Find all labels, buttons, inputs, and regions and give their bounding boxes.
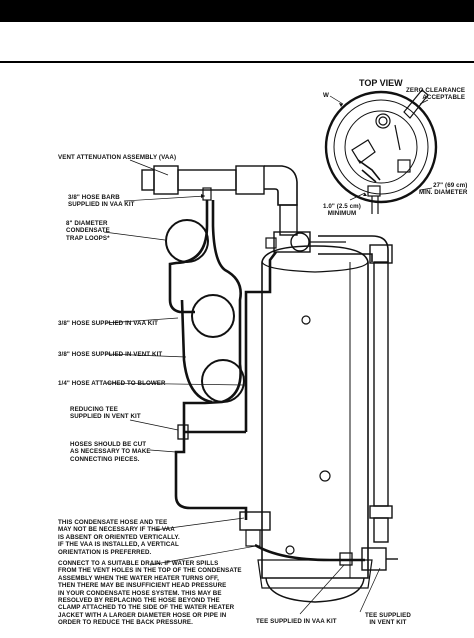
condensate-hoses (168, 200, 365, 562)
hose-barb-label: 3/8" HOSE BARB SUPPLIED IN VAA KIT (68, 194, 135, 209)
vent-attenuation-assembly (141, 165, 298, 236)
drain-note: CONNECT TO A SUITABLE DRAIN. IF WATER SP… (58, 560, 242, 627)
leader-lines (103, 159, 381, 615)
zero-clearance-label: ZERO CLEARANCE ACCEPTABLE (406, 87, 466, 102)
tee-vent-label: TEE SUPPLIED IN VENT KIT (365, 612, 411, 627)
blower (265, 231, 346, 253)
top-view-drawing (324, 89, 438, 214)
header-band (0, 23, 474, 63)
vaa-label: VENT ATTENUATION ASSEMBLY (VAA) (58, 154, 177, 161)
tee-vaa-label: TEE SUPPLIED IN VAA KIT (256, 618, 337, 625)
hose-vaa-label: 3/8" HOSE SUPPLIED IN VAA KIT (58, 320, 159, 327)
condensate-note: THIS CONDENSATE HOSE AND TEE MAY NOT BE … (58, 519, 180, 556)
header-bar (0, 0, 474, 22)
top-view-w-label: W (323, 92, 329, 99)
top-view-title: TOP VIEW (359, 78, 403, 88)
hose-vent-label: 3/8" HOSE SUPPLIED IN VENT KIT (58, 351, 163, 358)
reducing-tee (177, 424, 189, 440)
minimum-label: 1.0" (2.5 cm) MINIMUM (323, 203, 361, 218)
trap-loops-label: 8" DIAMETER CONDENSATE TRAP LOOPS* (66, 220, 110, 242)
hoses-cut-label: HOSES SHOULD BE CUT AS NECESSARY TO MAKE… (70, 441, 151, 463)
min-diameter-label: 27" (69 cm) MIN. DIAMETER (419, 182, 468, 197)
reducing-tee-label: REDUCING TEE SUPPLIED IN VENT KIT (70, 406, 141, 421)
water-heater (239, 245, 373, 603)
hose-blower-label: 1/4" HOSE ATTACHED TO BLOWER (58, 380, 166, 387)
tee-vaa-kit (339, 552, 353, 566)
